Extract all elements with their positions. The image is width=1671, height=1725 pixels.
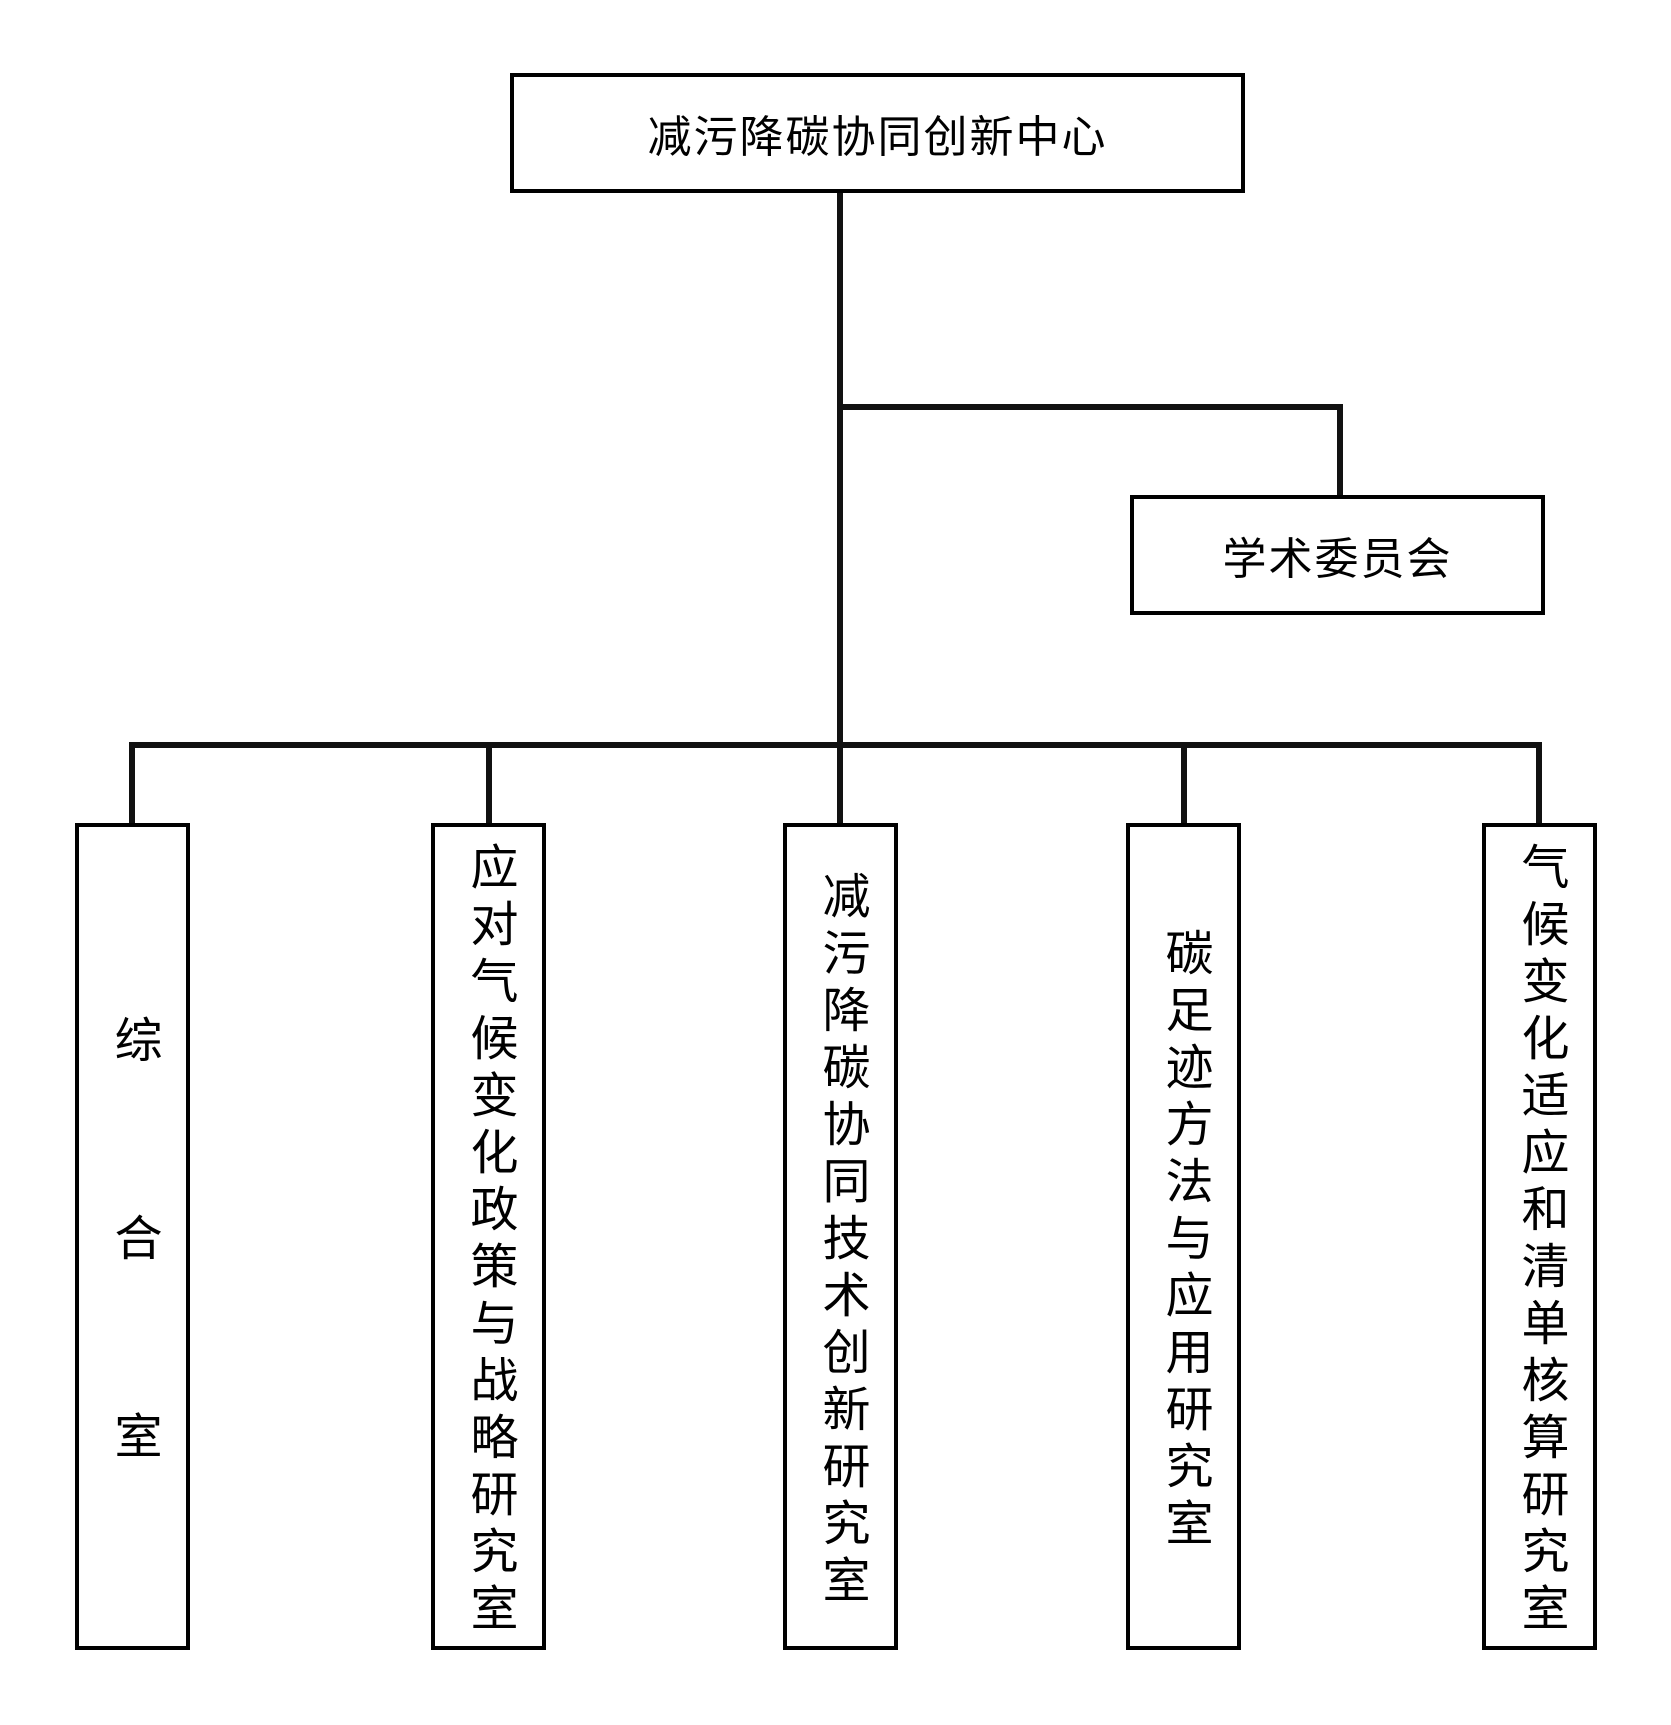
connector-committee-vertical (1337, 404, 1343, 495)
connector-committee-horizontal (837, 404, 1343, 410)
root-node-label: 减污降碳协同创新中心 (647, 113, 1108, 162)
dept-node-climate-adaptation-inventory: 气候变化适应和清单核算研究室 (1482, 823, 1597, 1650)
dept-node-carbon-footprint-methods: 碳足迹方法与应用研究室 (1126, 823, 1241, 1650)
committee-node-label: 学术委员会 (1222, 535, 1453, 584)
dept-node-climate-policy-strategy: 应对气候变化政策与战略研究室 (431, 823, 546, 1650)
connector-stub-dept-2 (486, 742, 492, 823)
connector-stub-dept-4 (1181, 742, 1187, 823)
connector-trunk-vertical (837, 193, 843, 823)
dept-node-label: 减污降碳协同技术创新研究室 (814, 870, 868, 1612)
dept-node-label: 综合室 (106, 1014, 160, 1609)
dept-node-label: 气候变化适应和清单核算研究室 (1513, 842, 1567, 1640)
dept-node-label: 碳足迹方法与应用研究室 (1157, 927, 1211, 1555)
dept-node-pollution-carbon-tech-innovation: 减污降碳协同技术创新研究室 (783, 823, 898, 1650)
connector-stub-dept-1 (129, 742, 135, 823)
root-node: 减污降碳协同创新中心 (510, 73, 1245, 193)
committee-node: 学术委员会 (1130, 495, 1545, 615)
dept-node-general-office: 综合室 (75, 823, 190, 1650)
dept-node-label: 应对气候变化政策与战略研究室 (462, 842, 516, 1640)
connector-children-horizontal (129, 742, 1542, 748)
connector-stub-dept-5 (1536, 742, 1542, 823)
